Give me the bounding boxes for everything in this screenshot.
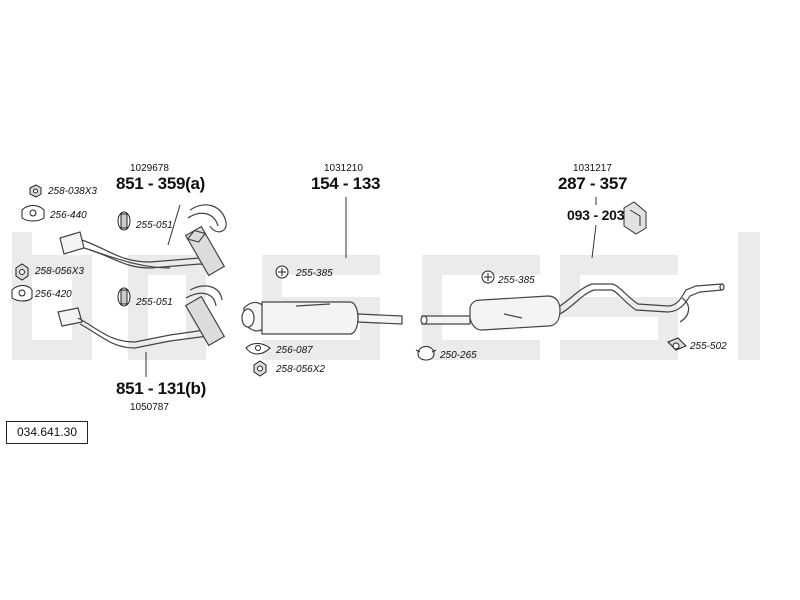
accessory-clamp-right: 255-385 (498, 275, 535, 286)
hanger-part-number: 093 - 203 (567, 207, 625, 223)
clamp-symbol-center (275, 265, 289, 279)
watermark (12, 232, 760, 360)
accessory-gasket-mid: 256-420 (35, 289, 72, 300)
clamp-symbol-tail (667, 337, 687, 351)
nut-symbol-top (29, 184, 42, 198)
front-pipe-a (59, 204, 227, 277)
watermark-letter-o (128, 255, 206, 360)
nut-symbol-mid (15, 263, 29, 281)
gasket-symbol-mid (11, 285, 33, 302)
catalog-number: 034.641.30 (16, 425, 78, 439)
clamp-symbol-lower (117, 287, 131, 307)
middle-silencer (241, 301, 403, 335)
accessory-clamp-tail: 255-502 (690, 341, 727, 352)
catalog-number-box: 034.641.30 (6, 421, 88, 444)
front-pipe-a-ref: 1029678 (130, 163, 169, 174)
middle-silencer-part-number: 154 - 133 (311, 174, 381, 193)
middle-silencer-ref: 1031210 (324, 163, 363, 174)
accessory-clamp-lower: 255-051 (136, 297, 173, 308)
front-pipe-a-part-number: 851 - 359(a) (116, 174, 206, 193)
accessory-gasket-center: 256-087 (276, 345, 313, 356)
accessory-nut-top: 258-038X3 (48, 186, 97, 197)
ring-symbol-right (415, 346, 437, 361)
gasket-symbol-center (245, 343, 271, 355)
nut-symbol-center (253, 360, 267, 377)
accessory-gasket-top: 256-440 (50, 210, 87, 221)
accessory-ring-right: 250-265 (440, 350, 477, 361)
leader-lines (145, 197, 597, 377)
watermark-letter-s2 (560, 255, 678, 360)
clamp-symbol-right (481, 270, 495, 284)
watermark-letter-b (12, 232, 92, 360)
accessory-nut-mid: 258-056X3 (35, 266, 84, 277)
rear-silencer-ref: 1031217 (573, 163, 612, 174)
clamp-symbol-upper (117, 211, 131, 231)
front-pipe-b-part-number: 851 - 131(b) (116, 379, 206, 398)
accessory-symbols (11, 184, 687, 377)
accessory-clamp-upper: 255-051 (136, 220, 173, 231)
accessory-nut-center: 258-056X2 (276, 364, 325, 375)
front-pipe-b-ref: 1050787 (130, 402, 169, 413)
hanger-bracket (623, 201, 647, 235)
accessory-clamp-center: 255-385 (296, 268, 333, 279)
gasket-symbol-top (21, 205, 45, 222)
rear-system (420, 283, 725, 331)
watermark-letter-l (738, 232, 760, 360)
front-pipe-b (57, 285, 226, 349)
rear-silencer-part-number: 287 - 357 (558, 174, 628, 193)
watermark-letter-c (422, 255, 540, 360)
